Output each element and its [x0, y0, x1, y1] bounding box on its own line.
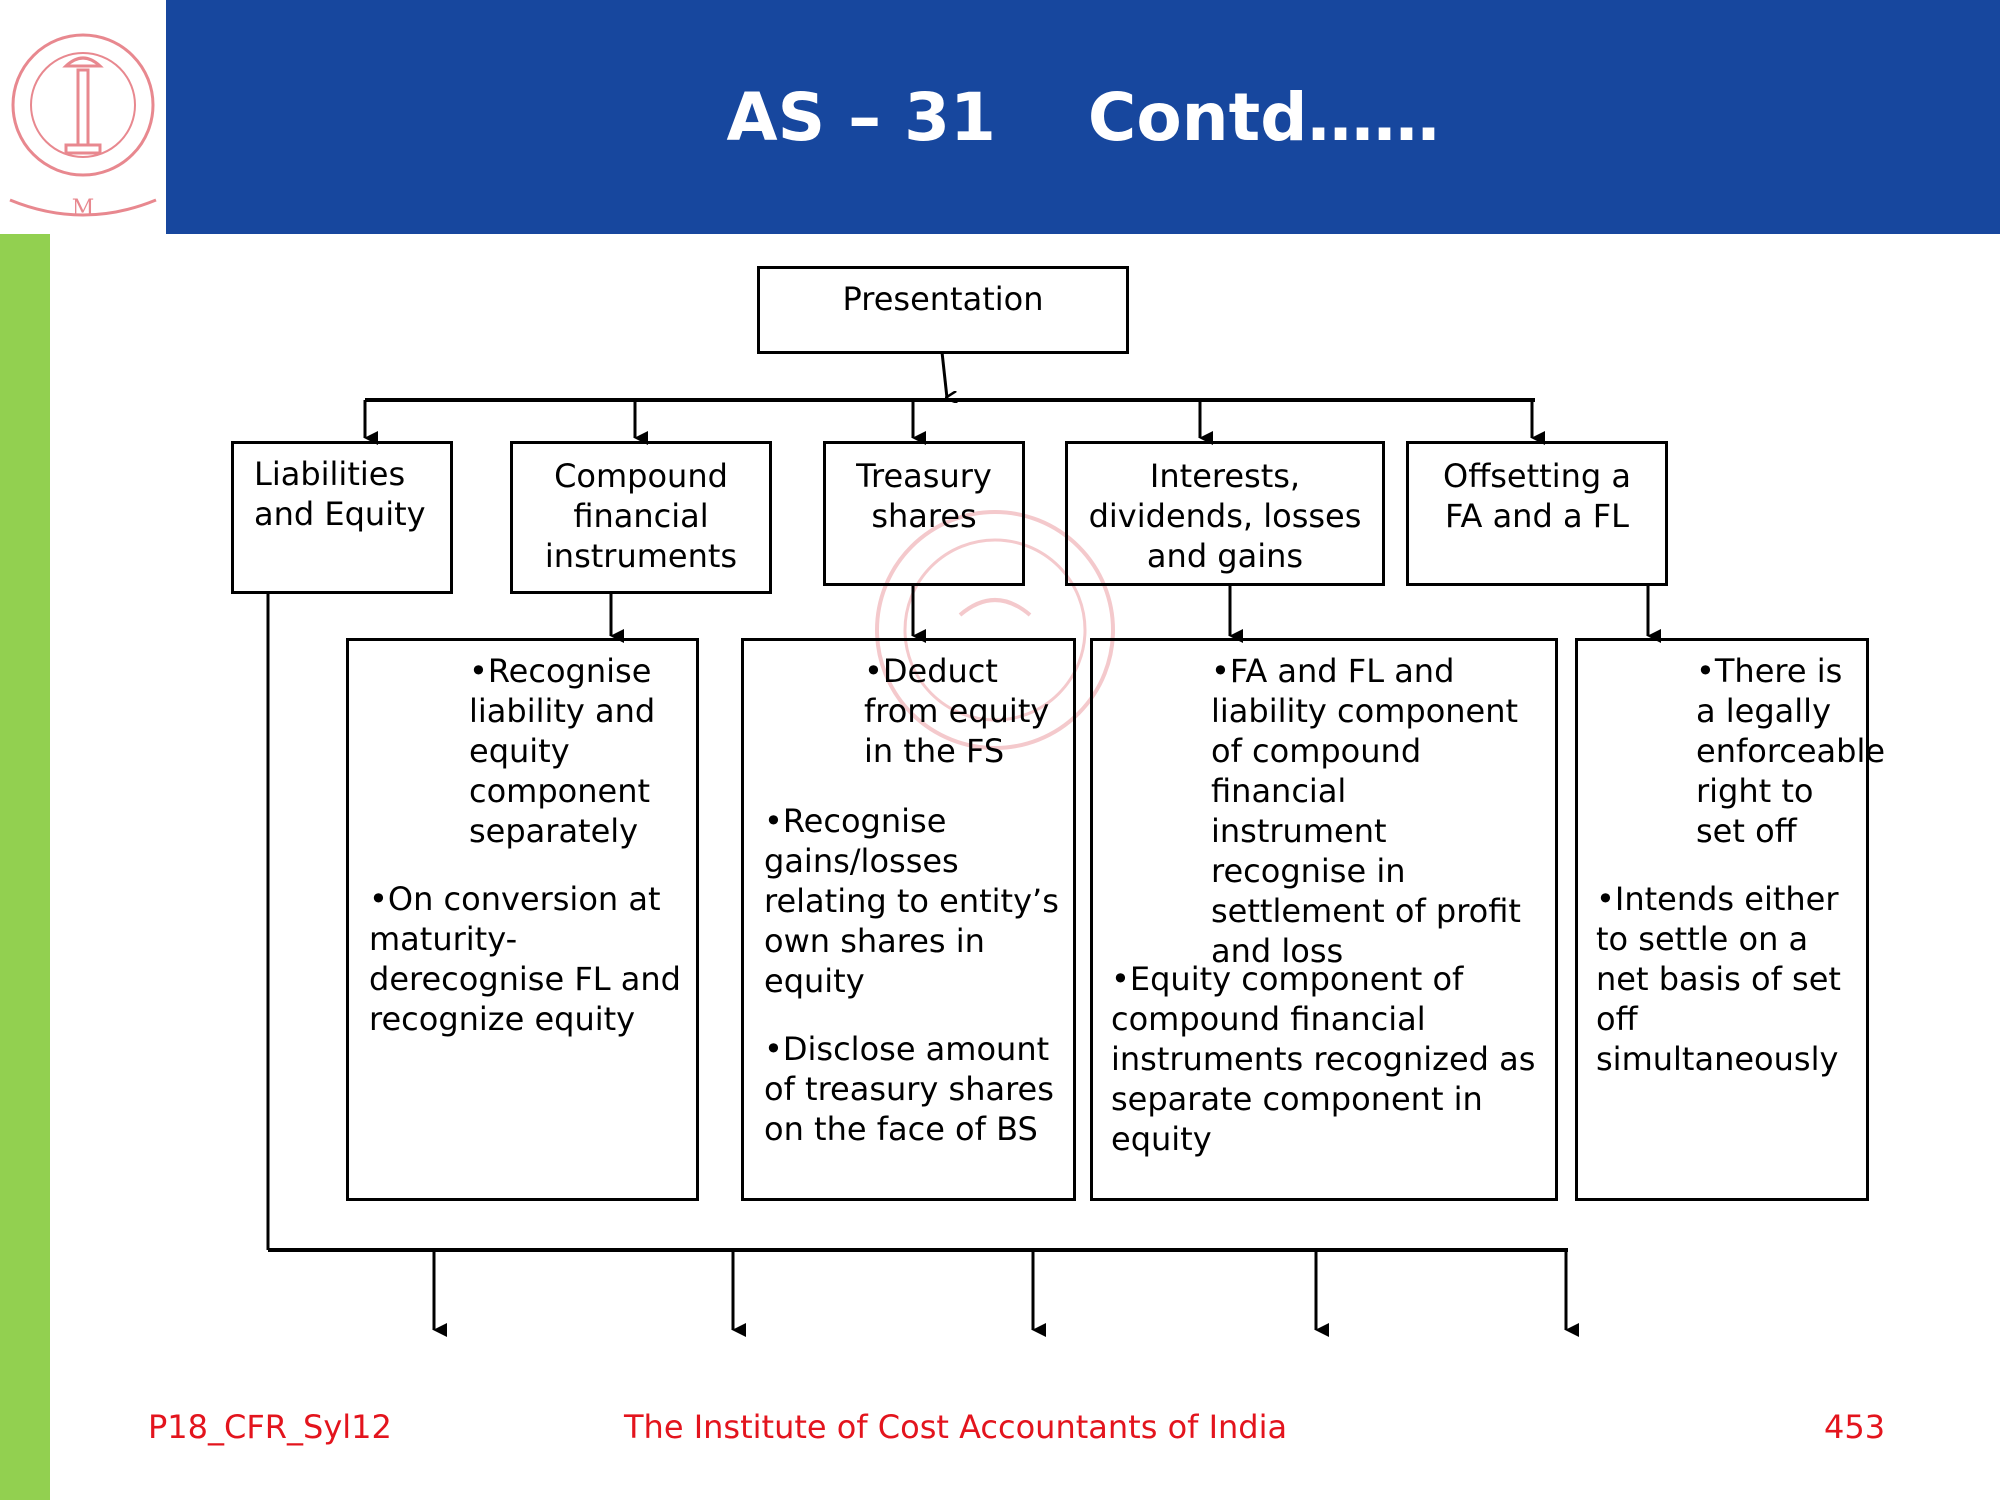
detail-interests-box: •FA and FL and liability component of co… [1090, 638, 1558, 1201]
detail-compound-item-1: •Recognise liability and equity componen… [469, 652, 656, 850]
detail-offsetting-box: •There is a legally enforceable right to… [1575, 638, 1886, 1201]
detail-treasury-item-2: •Recognise gains/losses relating to enti… [764, 802, 1059, 1000]
detail-offsetting-item-2: •Intends either to settle on a net basis… [1596, 880, 1841, 1078]
footer-course-code: P18_CFR_Syl12 [148, 1408, 392, 1446]
category-label: Offsetting a FA and a FL [1443, 457, 1631, 535]
slide-title: AS – 31 Contd…… [166, 0, 2000, 234]
svg-text:M: M [72, 196, 95, 221]
root-label: Presentation [842, 280, 1044, 318]
title-main: AS – 31 [726, 78, 996, 156]
category-treasury-shares: Treasury shares [823, 441, 1025, 586]
institute-seal-icon: M [9, 33, 157, 221]
detail-treasury-item-1: •Deduct from equity in the FS [864, 652, 1050, 770]
header-bar [0, 0, 2000, 234]
detail-compound-box: •Recognise liability and equity componen… [346, 638, 699, 1201]
category-label: Compound financial instruments [544, 457, 738, 575]
category-label: Liabilities and Equity [254, 455, 426, 533]
detail-interests-item-1: •FA and FL and liability component of co… [1211, 652, 1521, 970]
sidebar-accent [0, 234, 50, 1500]
detail-treasury-item-3: •Disclose amount of treasury shares on t… [764, 1030, 1054, 1148]
title-suffix: Contd…… [1087, 78, 1440, 156]
category-label: Interests, dividends, losses and gains [1088, 457, 1362, 575]
category-compound-instruments: Compound financial instruments [510, 441, 772, 594]
logo-area: M [0, 0, 166, 234]
detail-offsetting-item-1: •There is a legally enforceable right to… [1696, 652, 1886, 850]
detail-interests-item-2: •Equity component of compound financial … [1111, 960, 1536, 1158]
footer-institute-name: The Institute of Cost Accountants of Ind… [624, 1408, 1288, 1446]
detail-compound-item-2: •On conversion at maturity- derecognise … [369, 880, 681, 1038]
root-presentation-box: Presentation [757, 266, 1129, 354]
detail-treasury-box: •Deduct from equity in the FS •Recognise… [741, 638, 1076, 1201]
watermark-seal-icon [875, 510, 1115, 750]
category-offsetting: Offsetting a FA and a FL [1406, 441, 1668, 586]
category-interests-dividends: Interests, dividends, losses and gains [1065, 441, 1385, 586]
category-label: Treasury shares [856, 457, 992, 535]
category-liabilities-equity: Liabilities and Equity [231, 441, 453, 594]
footer-page-number: 453 [1824, 1408, 1886, 1446]
